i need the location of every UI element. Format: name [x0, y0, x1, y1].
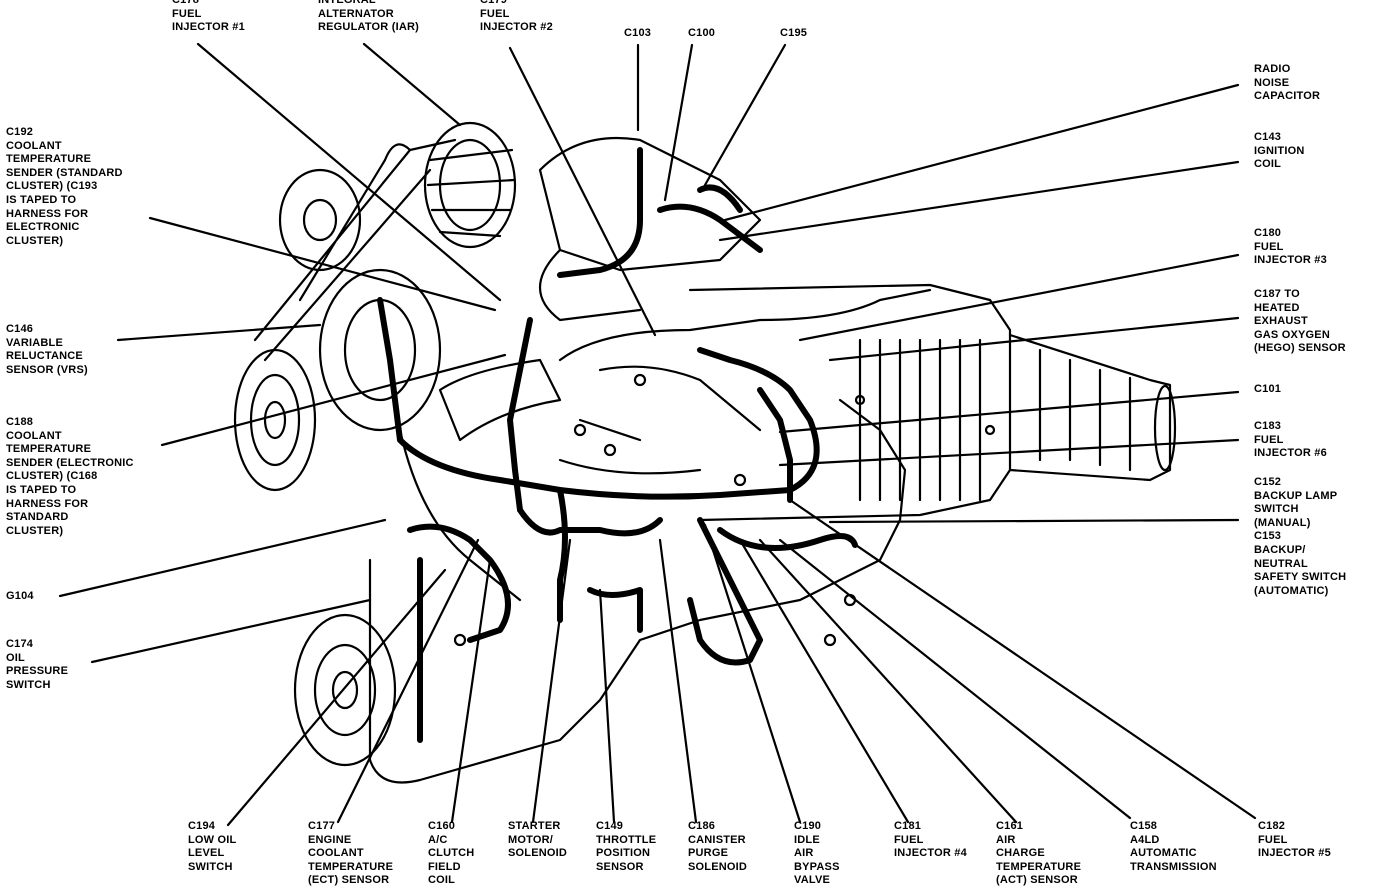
label-c178-fuel-injector-1: C178 FUEL INJECTOR #1	[172, 0, 245, 34]
label-c182-fuel-injector-5: C182 FUEL INJECTOR #5	[1258, 820, 1331, 860]
label-c161-act-sensor: C161 AIR CHARGE TEMPERATURE (ACT) SENSOR	[996, 820, 1082, 887]
plenum-shape	[538, 136, 762, 272]
label-c101: C101	[1254, 383, 1282, 395]
label-c194-low-oil-level-switch: C194 LOW OIL LEVEL SWITCH	[188, 820, 237, 873]
label-c149-throttle-position-sensor: C149 THROTTLE POSITION SENSOR	[596, 820, 657, 873]
label-c180-fuel-injector-3: C180 FUEL INJECTOR #3	[1254, 227, 1327, 267]
label-c187-hego-sensor: C187 TO HEATED EXHAUST GAS OXYGEN (HEGO)…	[1254, 288, 1346, 355]
label-c192-coolant-temperature-sender: C192 COOLANT TEMPERATURE SENDER (STANDAR…	[6, 126, 123, 247]
engine-drawing	[233, 121, 1177, 784]
label-g104: G104	[6, 590, 34, 602]
transmission-shape	[688, 283, 1177, 522]
label-c177-ect-sensor: C177 ENGINE COOLANT TEMPERATURE (ECT) SE…	[308, 820, 394, 887]
label-radio-noise-capacitor: RADIO NOISE CAPACITOR	[1254, 63, 1321, 103]
label-starter-motor-solenoid: STARTER MOTOR/ SOLENOID	[508, 820, 568, 860]
label-c158-a4ld-automatic-transmission: C158 A4LD AUTOMATIC TRANSMISSION	[1130, 820, 1217, 873]
label-c174-oil-pressure-switch: C174 OIL PRESSURE SWITCH	[6, 638, 69, 691]
wiring-harness	[377, 147, 858, 743]
label-c143-ignition-coil: C143 IGNITION COIL	[1254, 131, 1305, 171]
label-c183-fuel-injector-6: C183 FUEL INJECTOR #6	[1254, 420, 1327, 460]
alternator-shape	[423, 121, 517, 249]
pulley-upper-shape	[278, 168, 362, 272]
label-c160-ac-clutch-field-coil: C160 A/C CLUTCH FIELD COIL	[428, 820, 475, 887]
leader-lines	[58, 42, 1257, 827]
label-c152-c153-backup-switch: C152 BACKUP LAMP SWITCH (MANUAL) C153 BA…	[1254, 476, 1347, 597]
label-c186-canister-purge-solenoid: C186 CANISTER PURGE SOLENOID	[688, 820, 748, 873]
belt-shape	[253, 138, 457, 362]
engine-block-shape	[368, 398, 907, 784]
label-c190-idle-air-bypass-valve: C190 IDLE AIR BYPASS VALVE	[794, 820, 840, 887]
label-c100: C100	[688, 27, 716, 39]
label-c179-fuel-injector-2: C179 FUEL INJECTOR #2	[480, 0, 553, 34]
label-c103: C103	[624, 27, 652, 39]
label-c181-fuel-injector-4: C181 FUEL INJECTOR #4	[894, 820, 967, 860]
label-integral-alternator-regulator: INTEGRAL ALTERNATOR REGULATOR (IAR)	[318, 0, 419, 34]
center-pulley-shape	[318, 268, 442, 432]
intake-tube-shape	[438, 358, 562, 442]
label-c195: C195	[780, 27, 808, 39]
label-c146-variable-reluctance-sensor: C146 VARIABLE RELUCTANCE SENSOR (VRS)	[6, 323, 88, 376]
label-c188-coolant-temperature-sender: C188 COOLANT TEMPERATURE SENDER (ELECTRO…	[6, 416, 134, 537]
crank-pulley-shape	[233, 348, 317, 492]
lower-pulley-shape	[293, 613, 397, 767]
